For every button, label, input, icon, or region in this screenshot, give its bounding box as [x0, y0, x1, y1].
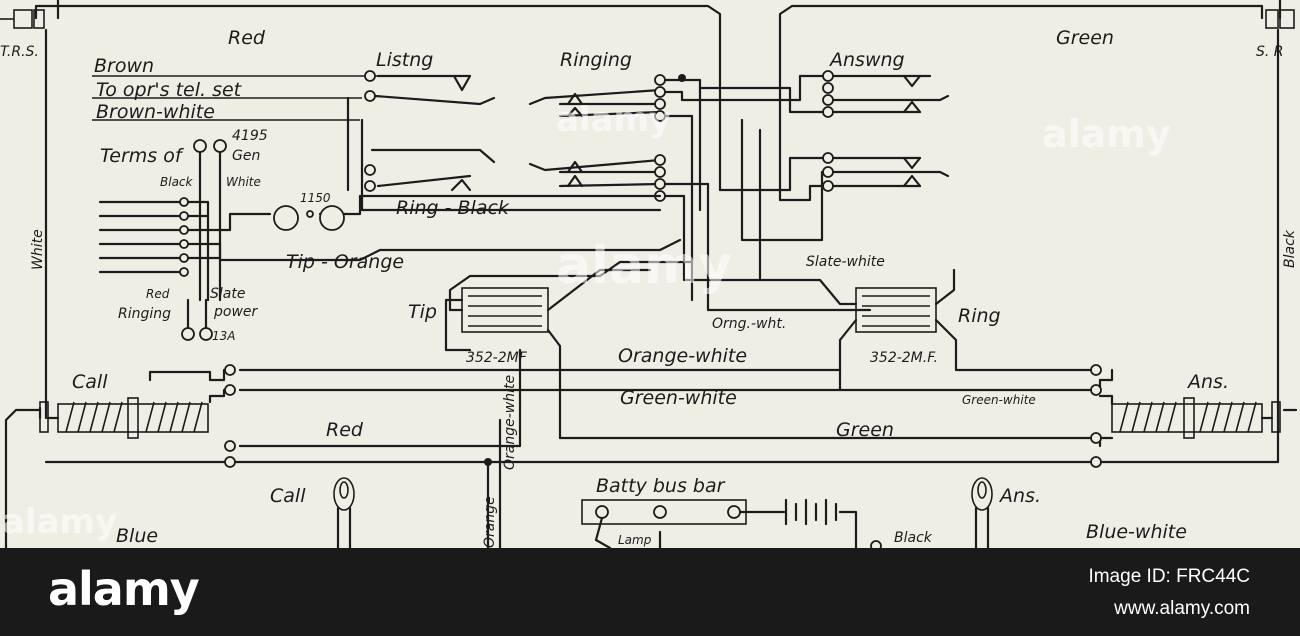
label-ring-black: Ring - Black — [396, 197, 510, 219]
label-ans-lamp: Ans. — [998, 485, 1041, 507]
label-ring: Ring — [958, 305, 1001, 327]
label-ringing-small: Ringing — [118, 306, 171, 322]
label-gen: Gen — [232, 148, 260, 164]
jack-trs-left — [0, 9, 45, 29]
footer-image-id: Image ID: FRC44C — [1088, 566, 1250, 587]
label-white-small: White — [226, 175, 261, 189]
label-answering: Answng — [828, 49, 905, 71]
label-red-top: Red — [228, 27, 266, 49]
label-terms-of: Terms of — [100, 145, 185, 167]
label-batt-bus: Batty bus bar — [596, 475, 726, 497]
label-black-vertical: Black — [1282, 229, 1298, 268]
label-trs: T.R.S. — [0, 44, 39, 60]
battery-bus-bar — [484, 418, 882, 548]
call-lamp — [333, 477, 355, 548]
footer-logo[interactable]: alamy — [48, 562, 200, 616]
label-green-white: Green-white — [620, 387, 737, 409]
label-blue: Blue — [116, 525, 158, 547]
label-green-top: Green — [1056, 27, 1114, 49]
ringing-terminals — [98, 139, 682, 341]
label-white-vertical: White — [30, 229, 46, 270]
footer-url[interactable]: www.alamy.com — [1114, 598, 1250, 619]
label-slate: Slate — [210, 286, 245, 302]
label-4195: 4195 — [232, 128, 268, 144]
label-slate-white: Slate-white — [806, 254, 885, 270]
label-call-lamp: Call — [270, 485, 306, 507]
label-black-bottom: Black — [894, 530, 933, 546]
label-listening: Listng — [376, 49, 433, 71]
label-sr: S. R — [1256, 44, 1284, 60]
label-13a: 13A — [212, 329, 235, 343]
jack-sr-right — [1265, 9, 1295, 29]
label-red-small: Red — [146, 287, 170, 301]
label-1150: 1150 — [300, 191, 331, 205]
ans-relay — [1111, 397, 1281, 439]
condenser-ring — [238, 268, 1094, 392]
label-cap-left: 352-2MF — [466, 350, 528, 366]
label-blue-white: Blue-white — [1086, 521, 1187, 543]
label-green-mid: Green — [836, 419, 894, 441]
condenser-tip — [444, 260, 694, 440]
label-orange-white-vertical: Orange-white — [502, 375, 518, 470]
label-to-opr: To opr's tel. set — [96, 79, 243, 101]
label-green-white-right: Green-white — [962, 393, 1036, 407]
label-tip-orange: Tip - Orange — [286, 251, 404, 273]
call-relay — [39, 397, 209, 439]
label-ringing: Ringing — [560, 49, 632, 71]
label-red-mid: Red — [326, 419, 364, 441]
ans-lamp — [971, 477, 993, 548]
label-cap-right: 352-2M.F. — [870, 350, 938, 366]
ringing-key — [528, 74, 762, 302]
label-lamp: Lamp — [618, 533, 652, 547]
label-brown: Brown — [94, 55, 154, 77]
label-orng-wht: Orng.-wht. — [712, 316, 786, 332]
answering-key — [698, 70, 950, 312]
label-orange-white: Orange-white — [618, 345, 747, 367]
cord-circuit-schematic: T.R.S. S. R Red Brown To opr's tel. set … — [0, 0, 1300, 548]
listening-key — [364, 70, 496, 192]
label-ans: Ans. — [1186, 371, 1229, 393]
label-black-small: Black — [160, 175, 194, 189]
label-call: Call — [72, 371, 108, 393]
label-brown-white: Brown-white — [96, 101, 215, 123]
footer-bar: alamy Image ID: FRC44C www.alamy.com — [0, 548, 1300, 636]
cord-wiring — [44, 364, 1280, 468]
label-power: power — [213, 304, 259, 320]
label-tip: Tip — [408, 301, 437, 323]
label-orange-vertical: Orange — [482, 496, 498, 548]
